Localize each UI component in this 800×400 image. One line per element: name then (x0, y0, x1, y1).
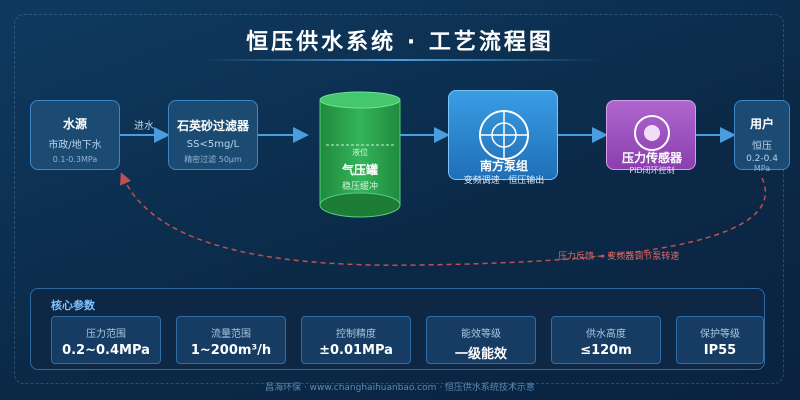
tank-name: 气压罐 (341, 163, 378, 177)
user-desc: 恒压 (752, 141, 772, 152)
params-title: 核心参数 (51, 299, 95, 312)
param-value: IP55 (703, 343, 737, 358)
user-range: 0.2-0.4 (746, 154, 778, 164)
param-label: 控制精度 (336, 329, 376, 340)
pressure-tank-shape (319, 91, 401, 218)
node-pressure-sensor: 压力传感器 PID闭环控制 (606, 100, 696, 175)
node-water-source: 水源 市政/地下水 0.1-0.3MPa (30, 100, 120, 170)
param-value: 1~200m³/h (190, 343, 272, 358)
param-label: 保护等级 (700, 329, 740, 340)
param-label: 压力范围 (86, 329, 126, 340)
filter-spec: SS<5mg/L (186, 139, 240, 150)
sensor-desc: PID闭环控制 (629, 166, 675, 175)
core-params-panel: 核心参数 压力范围 0.2~0.4MPa 流量范围 1~200m³/h 控制精度… (30, 288, 765, 370)
node-sand-filter: 石英砂过滤器 SS<5mg/L 精密过滤 50μm (168, 100, 258, 170)
param-label: 能效等级 (461, 329, 501, 340)
param-label: 流量范围 (211, 329, 251, 340)
pump-icon (479, 110, 529, 160)
page-title: 恒压供水系统 · 工艺流程图 (246, 30, 554, 55)
param-value: ≤120m (580, 343, 632, 358)
filter-name: 石英砂过滤器 (176, 119, 249, 133)
title-underline (200, 59, 600, 61)
water-source-name: 水源 (62, 117, 87, 131)
tank-level-label: 液位 (352, 148, 368, 157)
pump-desc: 变频调速 · 恒压输出 (463, 176, 545, 186)
feedback-label: 压力反馈 → 变频器调节泵转速 (558, 252, 680, 262)
user-name: 用户 (749, 117, 774, 131)
node-user: 用户 恒压 0.2-0.4 MPa (734, 100, 790, 173)
sensor-name: 压力传感器 (621, 151, 682, 165)
param-value: 一级能效 (454, 347, 507, 362)
water-source-desc: 市政/地下水 (48, 140, 102, 151)
water-source-range: 0.1-0.3MPa (52, 155, 98, 164)
pump-name: 南方泵组 (479, 159, 528, 173)
sensor-icon (634, 115, 670, 151)
footer-text: 昌海环保 · www.changhaihuanbao.com · 恒压供水系统技… (265, 383, 535, 393)
param-card-protection: 保护等级 IP55 (676, 316, 764, 364)
tank-desc: 稳压缓冲 (341, 182, 378, 192)
filter-desc: 精密过滤 50μm (184, 155, 242, 164)
user-unit: MPa (753, 164, 771, 173)
param-card-precision: 控制精度 ±0.01MPa (301, 316, 411, 364)
param-card-height: 供水高度 ≤120m (551, 316, 661, 364)
param-value: 0.2~0.4MPa (62, 343, 150, 358)
param-card-flow: 流量范围 1~200m³/h (176, 316, 286, 364)
param-card-pressure: 压力范围 0.2~0.4MPa (51, 316, 161, 364)
param-card-efficiency: 能效等级 一级能效 (426, 316, 536, 364)
inlet-label: 进水 (134, 121, 154, 132)
feedback-curve (120, 172, 766, 266)
param-value: ±0.01MPa (319, 343, 393, 358)
param-label: 供水高度 (586, 329, 626, 340)
outer-frame (14, 14, 784, 384)
node-pump-group: 南方泵组 变频调速 · 恒压输出 (448, 90, 558, 186)
